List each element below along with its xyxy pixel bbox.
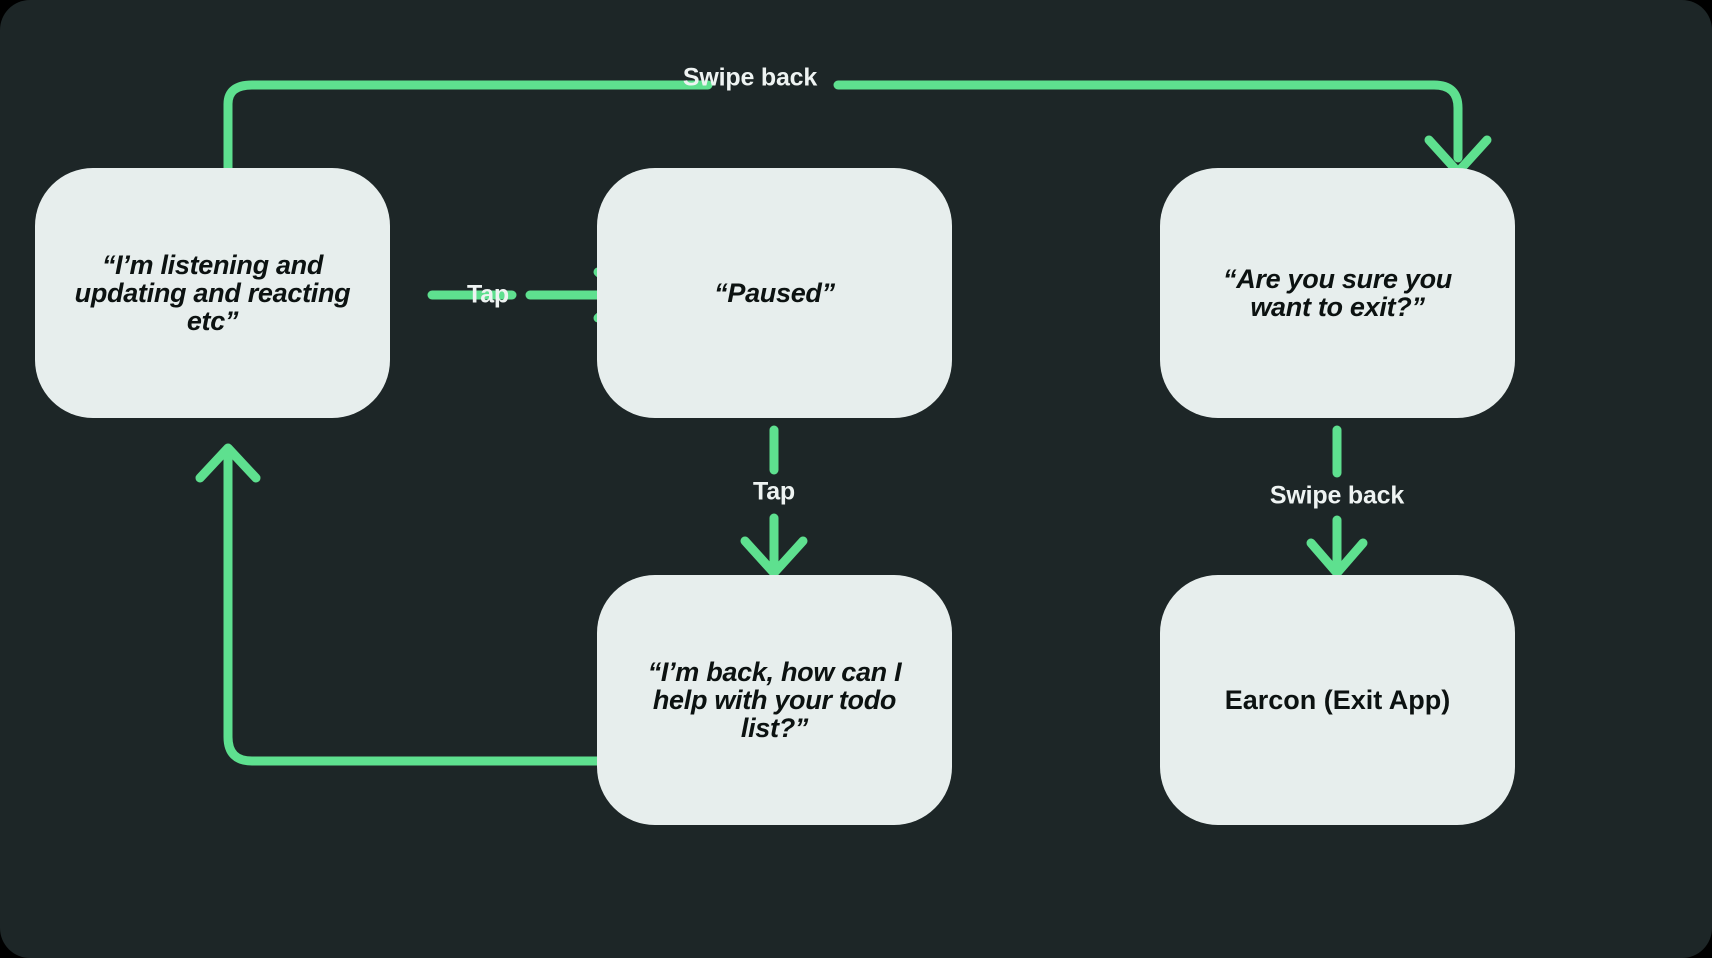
node-earcon[interactable]: Earcon (Exit App): [1160, 575, 1515, 825]
node-back-label: “I’m back, how can I help with your todo…: [647, 656, 902, 744]
edge-label-tap-vertical: Tap: [753, 477, 795, 506]
edge-return-loop: [195, 443, 645, 766]
node-listening-label: “I’m listening and updating and reacting…: [74, 249, 351, 337]
node-back[interactable]: “I’m back, how can I help with your todo…: [597, 575, 952, 825]
edge-label-tap-horizontal: Tap: [467, 280, 509, 309]
node-listening[interactable]: “I’m listening and updating and reacting…: [35, 168, 390, 418]
node-confirm-exit-label: “Are you sure you want to exit?”: [1223, 263, 1452, 322]
node-paused-label: “Paused”: [714, 277, 835, 308]
edge-label-swipe-back-bottom: Swipe back: [1269, 481, 1405, 510]
node-confirm-exit[interactable]: “Are you sure you want to exit?”: [1160, 168, 1515, 418]
edge-tap-horizontal: [427, 267, 629, 323]
node-earcon-label: Earcon (Exit App): [1224, 684, 1451, 715]
edge-swipe-back-top: [223, 80, 1492, 177]
edge-label-swipe-back-top: Swipe back: [682, 63, 818, 92]
node-paused[interactable]: “Paused”: [597, 168, 952, 418]
